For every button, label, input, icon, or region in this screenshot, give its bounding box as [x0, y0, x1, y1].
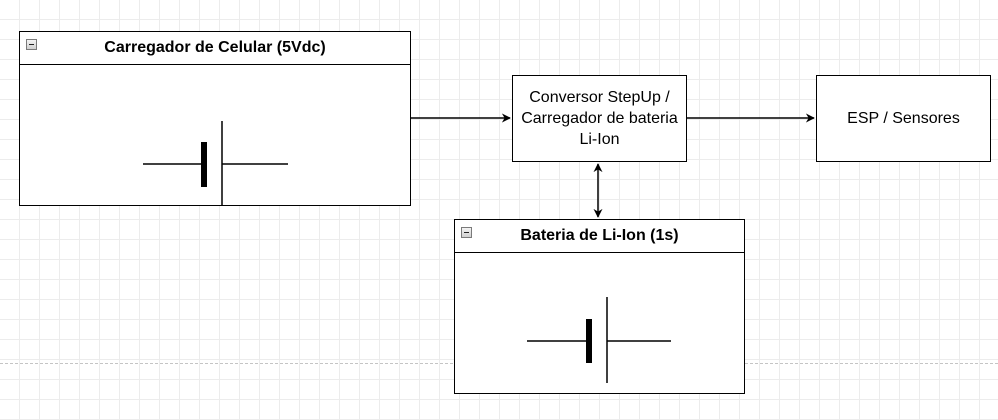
battery-container-body [455, 253, 744, 393]
battery-container[interactable]: Bateria de Li-Ion (1s) [454, 219, 745, 394]
battery-container-header[interactable]: Bateria de Li-Ion (1s) [455, 220, 744, 253]
esp-box[interactable]: ESP / Sensores [816, 75, 991, 162]
charger-container-body [20, 65, 410, 205]
charger-container[interactable]: Carregador de Celular (5Vdc) [19, 31, 411, 206]
battery-symbol-icon [527, 297, 671, 383]
converter-box[interactable]: Conversor StepUp / Carregador de bateria… [512, 75, 687, 162]
battery-title: Bateria de Li-Ion (1s) [520, 227, 679, 244]
battery-symbol-icon [143, 121, 288, 205]
collapse-toggle-icon[interactable] [26, 39, 37, 50]
collapse-toggle-icon[interactable] [461, 227, 472, 238]
charger-container-header[interactable]: Carregador de Celular (5Vdc) [20, 32, 410, 65]
converter-label: Conversor StepUp / Carregador de bateria… [521, 89, 678, 148]
esp-label: ESP / Sensores [847, 110, 960, 127]
charger-title: Carregador de Celular (5Vdc) [104, 39, 326, 56]
